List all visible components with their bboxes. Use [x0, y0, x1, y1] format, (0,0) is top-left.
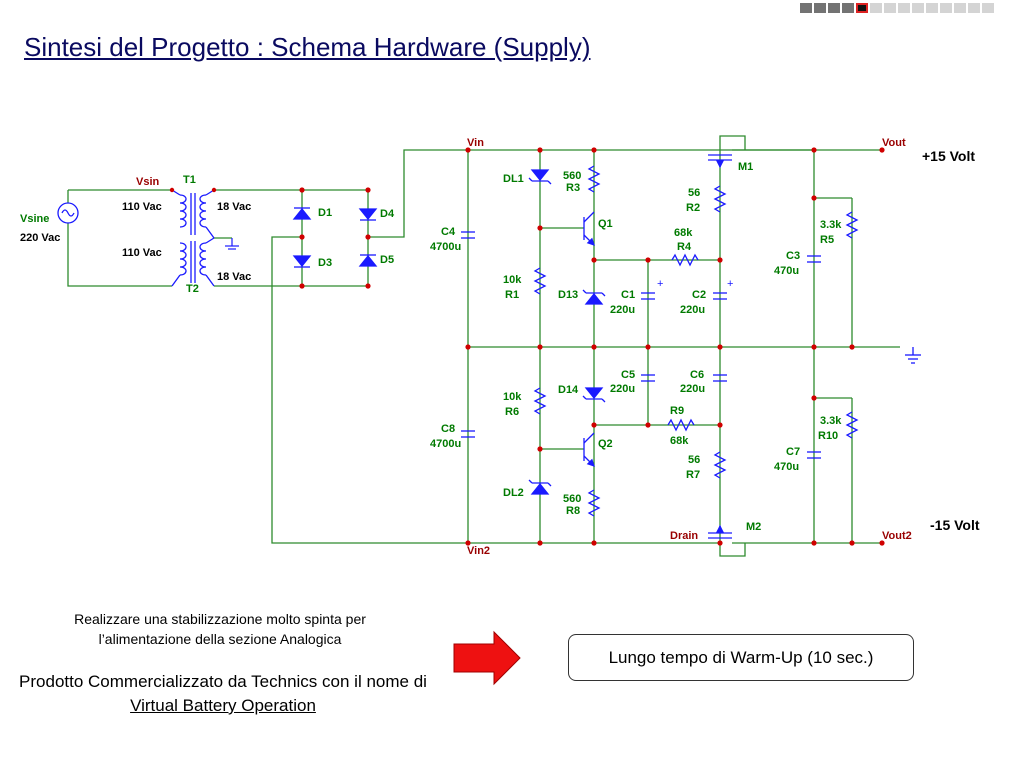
net-label-vsin: Vsin [136, 176, 160, 188]
resistor-r4-value: 68k [674, 227, 693, 239]
progress-cell [800, 3, 812, 13]
cap-c4-value: 4700u [430, 241, 461, 253]
diode-d1-label: D1 [318, 207, 332, 219]
zener-d14-label: D14 [558, 384, 579, 396]
net-label-vout: Vout [882, 137, 906, 149]
progress-cell [898, 3, 910, 13]
progress-cell [940, 3, 952, 13]
resistor-r7-name: R7 [686, 469, 700, 481]
resistor-r10-name: R10 [818, 430, 838, 442]
note-stabilization: Realizzare una stabilizzazione molto spi… [74, 611, 366, 647]
warmup-callout-box: Lungo tempo di Warm-Up (10 sec.) [568, 634, 914, 681]
cap-c3-value: 470u [774, 265, 799, 277]
diode-d4-label: D4 [380, 208, 395, 220]
ground-symbol-transformer [225, 238, 239, 250]
progress-cell [828, 3, 840, 13]
note-commercial-prefix: Prodotto Commercializzato da Technics co… [19, 672, 427, 691]
secondary-1-voltage: 18 Vac [217, 201, 251, 213]
resistor-r9-value: 68k [670, 435, 689, 447]
resistor-r9-name: R9 [670, 405, 684, 417]
progress-cell [884, 3, 896, 13]
resistor-r6-name: R6 [505, 406, 519, 418]
net-label-drain: Drain [670, 530, 698, 542]
resistor-r1-name: R1 [505, 289, 519, 301]
source-name: Vsine [20, 213, 49, 225]
progress-cell [954, 3, 966, 13]
primary-1-voltage: 110 Vac [122, 201, 162, 213]
resistor-r5-value: 3.3k [820, 219, 842, 231]
virtual-battery-operation-link: Virtual Battery Operation [130, 696, 316, 715]
primary-2-voltage: 110 Vac [122, 247, 162, 259]
mosfet-m2-label: M2 [746, 521, 761, 533]
slide-progress-indicator [800, 3, 994, 15]
progress-cell [926, 3, 938, 13]
net-label-vout2: Vout2 [882, 530, 912, 542]
cap-c3-name: C3 [786, 250, 800, 262]
cap-c2-value: 220u [680, 304, 705, 316]
cap-c6-name: C6 [690, 369, 704, 381]
cap-c6-value: 220u [680, 383, 705, 395]
resistor-r5-name: R5 [820, 234, 834, 246]
cap-c5-value: 220u [610, 383, 635, 395]
cap-c5-name: C5 [621, 369, 635, 381]
cap-c4-name: C4 [441, 226, 456, 238]
resistor-r4-name: R4 [677, 241, 692, 253]
net-label-vin2: Vin2 [467, 545, 490, 557]
supply-schematic: Vsin Vin Vin2 Vout Vout2 Drain Vsine 220… [20, 135, 980, 557]
resistor-r6-value: 10k [503, 391, 522, 403]
progress-cell [842, 3, 854, 13]
polarity-mark-c1: + [657, 278, 663, 290]
ground-symbol [905, 347, 921, 364]
right-arrow-icon [453, 630, 521, 686]
output-positive-voltage: +15 Volt [922, 148, 975, 164]
cap-c8-name: C8 [441, 423, 455, 435]
resistor-r2-name: R2 [686, 202, 700, 214]
resistor-r8-value: 560 [563, 493, 581, 505]
resistor-r1-value: 10k [503, 274, 522, 286]
output-negative-voltage: -15 Volt [930, 517, 980, 533]
cap-c1-value: 220u [610, 304, 635, 316]
cap-c1-name: C1 [621, 289, 635, 301]
cap-c2-name: C2 [692, 289, 706, 301]
mosfet-m1-label: M1 [738, 161, 753, 173]
zener-d13-label: D13 [558, 289, 578, 301]
wires [67, 135, 900, 557]
cap-c7-name: C7 [786, 446, 800, 458]
zener-dl2-label: DL2 [503, 487, 524, 499]
cap-c8-value: 4700u [430, 438, 461, 450]
source-value: 220 Vac [20, 232, 60, 244]
resistor-r3-name: R3 [566, 182, 580, 194]
secondary-2-voltage: 18 Vac [217, 271, 251, 283]
resistor-r2-value: 56 [688, 187, 700, 199]
progress-cell [814, 3, 826, 13]
components [57, 154, 859, 539]
progress-cell [856, 3, 868, 13]
resistor-r7-value: 56 [688, 454, 700, 466]
slide-title: Sintesi del Progetto : Schema Hardware (… [24, 32, 591, 62]
progress-cell [982, 3, 994, 13]
transformer-t2-label: T2 [186, 283, 199, 295]
progress-cell [870, 3, 882, 13]
diode-d5-label: D5 [380, 254, 394, 266]
transistor-q1-label: Q1 [598, 218, 613, 230]
polarity-mark-c2: + [727, 278, 733, 290]
progress-cell [968, 3, 980, 13]
progress-cell [912, 3, 924, 13]
nodes [169, 147, 885, 546]
resistor-r10-value: 3.3k [820, 415, 842, 427]
resistor-r8-name: R8 [566, 505, 580, 517]
net-label-vin: Vin [467, 137, 484, 149]
cap-c7-value: 470u [774, 461, 799, 473]
diode-d3-label: D3 [318, 257, 332, 269]
resistor-r3-value: 560 [563, 170, 581, 182]
transistor-q2-label: Q2 [598, 438, 613, 450]
note-commercial-product: Prodotto Commercializzato da Technics co… [18, 670, 428, 718]
transformer-t1-label: T1 [183, 174, 196, 186]
zener-dl1-label: DL1 [503, 173, 524, 185]
